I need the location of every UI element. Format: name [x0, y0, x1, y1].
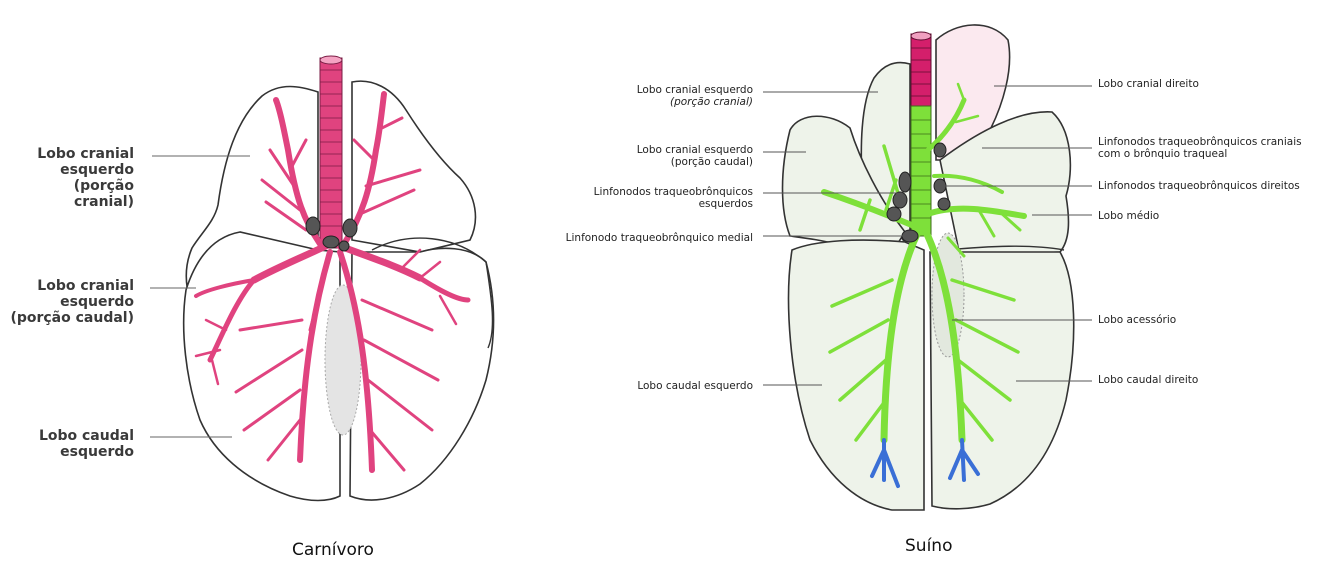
- swine-trachea-upper: [910, 33, 932, 107]
- carnivore-leader-lines: [150, 155, 250, 438]
- swine-leader-lines: [763, 85, 1092, 386]
- label-swine-left-cranial-lobe-caudal-part: Lobo cranial esquerdo (porção caudal): [636, 144, 753, 169]
- caption-swine: Suíno: [905, 536, 953, 556]
- swine-trachea-upper-rings: [911, 47, 931, 97]
- swine-right-lobe-fissure: [945, 245, 1065, 251]
- swine-bronchial-tree: [821, 82, 1027, 444]
- swine-distal-bronchi: [870, 438, 980, 488]
- swine-left-caudal-lobe: [787, 239, 925, 511]
- label-swine-accessory-lobe: Lobo acessório: [1098, 314, 1177, 326]
- swine-lymph-nodes: [886, 142, 951, 243]
- swine-trachea-rings: [911, 119, 931, 219]
- label-swine-middle-lobe: Lobo médio: [1098, 210, 1160, 222]
- carnivore-middle-lobe-edge: [371, 237, 494, 349]
- carnivore-trachea-rings: [320, 69, 342, 227]
- label-carnivore-left-cranial-lobe-cranial-part: Lobo cranial esquerdo (porção cranial): [37, 146, 134, 211]
- swine-right-cranial-lobe: [935, 24, 1011, 161]
- label-swine-left-caudal-lobe: Lobo caudal esquerdo: [637, 380, 753, 392]
- carnivore-trachea-top: [319, 55, 343, 65]
- label-carnivore-left-caudal-lobe: Lobo caudal esquerdo: [38, 428, 134, 461]
- swine-right-caudal-lobe: [929, 251, 1075, 510]
- caption-carnivore: Carnívoro: [292, 540, 374, 560]
- swine-trachea-lower: [910, 105, 932, 237]
- carnivore-lungs: [150, 55, 495, 502]
- label-swine-left-cranial-lobe-cranial-part: Lobo cranial esquerdo (porção cranial): [636, 84, 753, 109]
- label-swine-right-cranial-lobe: Lobo cranial direito: [1098, 78, 1199, 90]
- label-carnivore-left-cranial-lobe-caudal-part: Lobo cranial esquerdo (porção caudal): [10, 278, 134, 327]
- label-swine-medial-tracheobronchial-node: Linfonodo traqueobrônquico medial: [565, 232, 753, 244]
- label-swine-right-caudal-lobe: Lobo caudal direito: [1098, 374, 1199, 386]
- swine-lungs: [763, 24, 1092, 511]
- label-swine-left-tracheobronchial-nodes: Linfonodos traqueobrônquicos esquerdos: [593, 186, 753, 211]
- label-swine-right-tracheobronchial-nodes: Linfonodos traqueobrônquicos direitos: [1098, 180, 1300, 192]
- label-swine-cranial-tracheobronchial-nodes: Linfonodos traqueobrônquicos craniais co…: [1098, 136, 1302, 161]
- swine-trachea-top: [910, 31, 932, 41]
- carnivore-bronchial-tree: [194, 91, 471, 473]
- carnivore-lymph-nodes: [305, 216, 358, 252]
- carnivore-trachea: [319, 57, 343, 249]
